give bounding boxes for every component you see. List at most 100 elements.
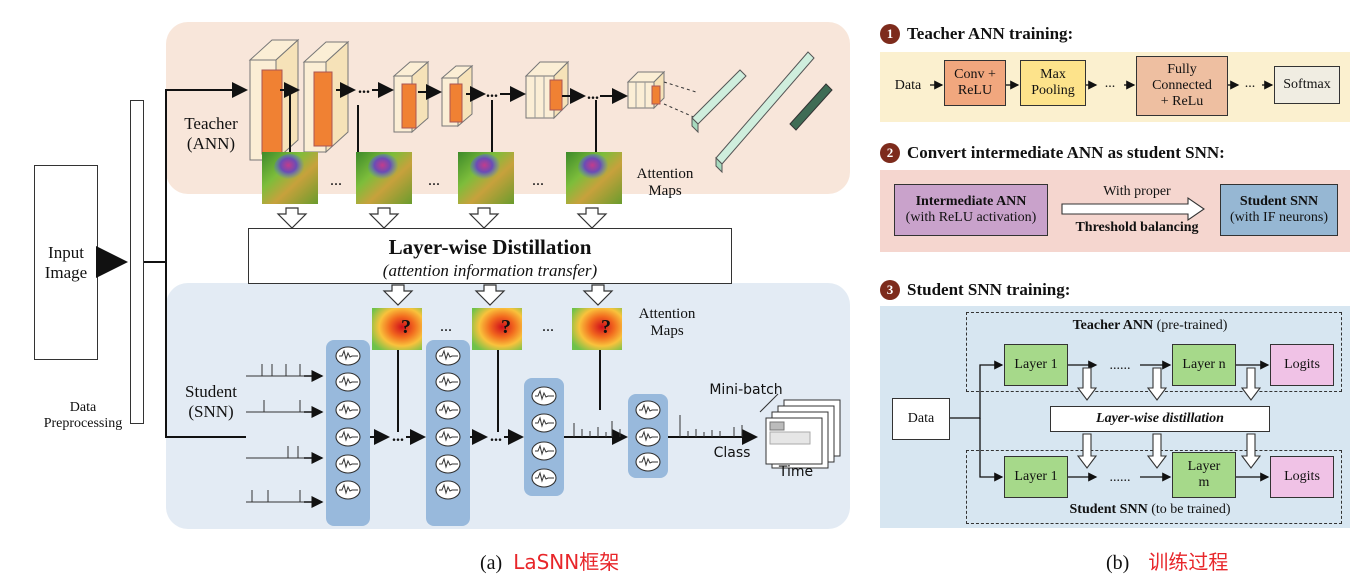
question-mark-1: ? <box>401 316 411 338</box>
student-layer-dots: ...... <box>1109 470 1131 485</box>
spiking-neuron-icon <box>435 346 461 366</box>
spiking-neuron-icon <box>335 372 361 392</box>
step1-heading: 1 Teacher ANN training: <box>880 24 1073 44</box>
distillation-subtitle: (attention information transfer) <box>382 261 598 280</box>
teacher-conv-block-2 <box>302 40 350 154</box>
teacher-ann-group-sub: (pre-trained) <box>1153 318 1228 333</box>
branch-lines <box>144 89 246 438</box>
input-spike-trains <box>246 364 304 503</box>
step1-data: Data <box>894 78 922 93</box>
spiking-neuron-icon <box>335 480 361 500</box>
student-ellipsis-2: ... <box>490 428 502 445</box>
class-label: Class <box>713 445 751 461</box>
intermediate-ann-sub: (with ReLU activation) <box>905 210 1037 225</box>
intermediate-ann-box: Intermediate ANN (with ReLU activation) <box>894 184 1048 236</box>
convert-arrow-bottom: Threshold balancing <box>1075 220 1199 235</box>
teacher-conv-block-1 <box>248 38 300 162</box>
time-label: Time <box>778 464 814 480</box>
teacher-layer-dots: ...... <box>1109 358 1131 373</box>
minibatch-label: Mini-batch <box>709 382 783 398</box>
spiking-neuron-icon <box>531 441 557 461</box>
attention-maps-bottom-label: Attention Maps <box>638 306 696 340</box>
spiking-neuron-icon <box>335 346 361 366</box>
spiking-neuron-icon <box>435 400 461 420</box>
caption-a-prefix: (a) <box>480 552 503 574</box>
down-arrows-top <box>276 207 608 229</box>
teacher-fc-layers <box>691 51 833 174</box>
caption-b-prefix: (b) <box>1106 552 1130 574</box>
spiking-neuron-icon <box>335 454 361 474</box>
teacher-conv-block-6 <box>626 70 697 119</box>
caption-b-title: 训练过程 <box>1148 550 1229 574</box>
student-layerm-box: Layer m <box>1172 452 1236 498</box>
caption-b: (b) 训练过程 <box>1106 546 1228 575</box>
question-mark-2: ? <box>501 316 511 338</box>
attn-ellipsis-1: ... <box>330 172 342 189</box>
step3-down-arrows <box>1076 367 1262 469</box>
output-spikes <box>573 415 743 437</box>
student-ellipsis-1: ... <box>392 428 404 445</box>
teacher-logits-box: Logits <box>1270 344 1334 386</box>
teacher-conv-block-5 <box>524 60 570 120</box>
input-image-box: Input Image <box>34 165 98 360</box>
teacher-layer1-box: Layer 1 <box>1004 344 1068 386</box>
spiking-neuron-icon <box>435 427 461 447</box>
step1-dots-2: ... <box>1244 76 1256 91</box>
layerwise-distillation-bar: Layer-wise distillation <box>1050 406 1270 432</box>
teacher-conv-block-4 <box>440 64 474 128</box>
intermediate-ann-title: Intermediate ANN <box>915 193 1027 209</box>
step3-heading: 3 Student SNN training: <box>880 280 1070 300</box>
panel-a-graphics <box>96 38 841 526</box>
preprocessing-label: Data Preprocessing <box>43 400 123 432</box>
fully-connected-box: Fully Connected + ReLu <box>1136 56 1228 116</box>
minibatch-stack <box>759 393 841 469</box>
teacher-ellipsis-2: ... <box>486 84 498 101</box>
spiking-neuron-icon <box>635 427 661 447</box>
spiking-neuron-icon <box>635 452 661 472</box>
caption-a-title: LaSNN框架 <box>513 550 620 574</box>
conv-relu-box: Conv + ReLU <box>944 60 1006 106</box>
question-mark-3: ? <box>601 316 611 338</box>
student-layer1-box: Layer 1 <box>1004 456 1068 498</box>
teacher-conv-block-3 <box>392 60 430 134</box>
step3-data-box: Data <box>892 398 950 440</box>
spiking-neuron-icon <box>531 386 557 406</box>
step2-number: 2 <box>880 143 900 163</box>
step1-dots-1: ... <box>1104 76 1116 91</box>
spiking-neuron-icon <box>531 468 557 488</box>
convert-arrow-top: With proper <box>1103 184 1171 199</box>
step2-heading: 2 Convert intermediate ANN as student SN… <box>880 143 1225 163</box>
attn-ellipsis-3: ... <box>532 172 544 189</box>
step3-number: 3 <box>880 280 900 300</box>
layerwise-distillation-box: Layer-wise Distillation (attention infor… <box>248 228 732 284</box>
teacher-ann-group-label: Teacher ANN (pre-trained) <box>1010 318 1290 334</box>
spiking-neuron-icon <box>435 372 461 392</box>
attention-maps-top-label: Attention Maps <box>636 166 694 200</box>
student-snn-group-sub: (to be trained) <box>1147 502 1231 517</box>
student-attn-ellipsis-1: ... <box>440 318 452 335</box>
student-snn-title: Student SNN <box>1239 193 1319 209</box>
teacher-attention-maps <box>262 152 622 204</box>
step1-number: 1 <box>880 24 900 44</box>
preprocessing-bar <box>130 100 144 424</box>
distillation-title: Layer-wise Distillation <box>388 235 592 259</box>
softmax-box: Softmax <box>1274 66 1340 104</box>
student-attn-ellipsis-2: ... <box>542 318 554 335</box>
step2-title: Convert intermediate ANN as student SNN: <box>907 143 1225 162</box>
teacher-ann-group-title: Teacher ANN <box>1072 318 1154 333</box>
step3-title: Student SNN training: <box>907 280 1071 299</box>
attn-ellipsis-2: ... <box>428 172 440 189</box>
max-pooling-box: Max Pooling <box>1020 60 1086 106</box>
student-logits-box: Logits <box>1270 456 1334 498</box>
snn-neuron-column-3 <box>524 378 564 496</box>
student-label: Student (SNN) <box>185 382 237 421</box>
down-arrows-bottom <box>382 284 614 306</box>
spiking-neuron-icon <box>335 400 361 420</box>
teacher-ellipsis-1: ... <box>358 80 370 97</box>
caption-a: (a) LaSNN框架 <box>480 546 619 575</box>
spiking-neuron-icon <box>435 480 461 500</box>
spiking-neuron-icon <box>531 413 557 433</box>
student-snn-group-label: Student SNN (to be trained) <box>1010 502 1290 518</box>
spiking-neuron-icon <box>635 400 661 420</box>
teacher-ellipsis-3: ... <box>587 86 599 103</box>
